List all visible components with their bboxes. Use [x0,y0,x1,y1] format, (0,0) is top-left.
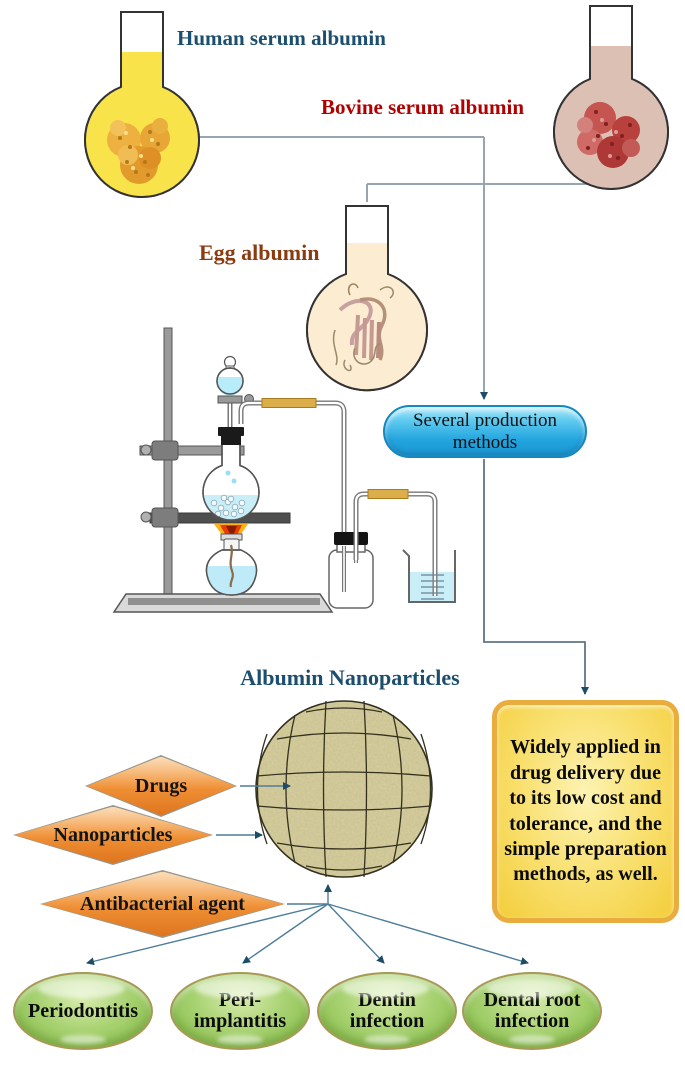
application-oval-dentin-infection: Dentin infection [317,972,457,1050]
nanoparticle-sphere-icon [255,700,433,878]
bovine-serum-albumin-label: Bovine serum albumin [321,95,525,119]
source-connector-lines [199,136,592,202]
egg-albumin-label: Egg albumin [199,240,320,265]
bsa-flask-icon [553,5,669,190]
beaker-icon [402,500,456,603]
application-fan-arrows [86,884,529,966]
reaction-flask-icon [202,427,260,521]
gas-bottle-icon [328,532,374,609]
application-label: Periodontitis [28,999,138,1022]
glass-tubing-2 [353,489,438,596]
application-oval-peri-implantitis: Peri- implantitis [170,972,310,1050]
bsa-protein [577,102,640,168]
egg-protein [332,283,394,372]
glass-tubing [238,398,347,590]
arrow-to-benefit-box [483,459,589,695]
agent-arrows [216,782,327,905]
application-label: Peri- implantitis [193,989,287,1032]
benefit-box: Widely applied in drug delivery due to i… [492,700,679,923]
production-methods-node: Several production methods [383,405,587,458]
hsa-protein [107,118,170,184]
albumin-nanoparticles-title: Albumin Nanoparticles [240,665,460,690]
human-serum-albumin-label: Human serum albumin [177,26,386,50]
application-label: Dentin infection [349,989,425,1032]
production-methods-label: Several production methods [412,410,558,453]
hsa-flask-icon [84,11,200,198]
application-oval-periodontitis: Periodontitis [13,972,153,1050]
distillation-apparatus-icon [112,327,456,613]
egg-flask-icon [306,205,428,392]
spirit-lamp-icon [205,533,258,596]
benefit-text: Widely applied in drug delivery due to i… [504,736,667,886]
application-oval-dental-root-infection: Dental root infection [462,972,602,1050]
application-label: Dental root infection [483,989,581,1032]
